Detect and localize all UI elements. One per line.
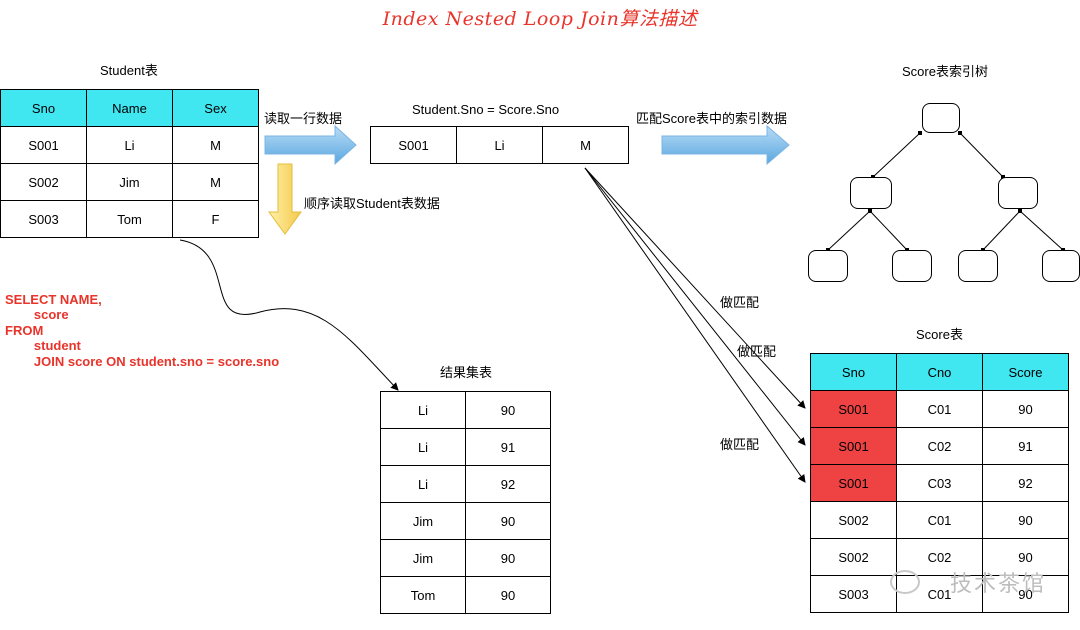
table-cell: M [172, 163, 259, 201]
table-cell: 90 [982, 538, 1069, 576]
table-row: S002 Jim M [0, 163, 259, 201]
table-cell: M [172, 126, 259, 164]
table-cell: 90 [465, 539, 551, 577]
table-row: S001 C03 92 [810, 464, 1069, 502]
table-cell: S003 [810, 575, 897, 613]
tree-inner-node [998, 177, 1038, 209]
student-header-name: Name [86, 89, 173, 127]
match-label: 做匹配 [737, 344, 777, 359]
table-cell: Tom [86, 200, 173, 238]
table-row: S003 Tom F [0, 200, 259, 238]
table-cell: Jim [380, 539, 466, 577]
table-cell: 90 [465, 391, 551, 429]
matched-cell: S001 [810, 390, 897, 428]
table-cell: 90 [982, 501, 1069, 539]
table-row: S001 Li M [0, 126, 259, 164]
match-index-label: 匹配Score表中的索引数据 [636, 111, 787, 126]
sequential-read-arrow [268, 163, 302, 235]
score-header-sno: Sno [810, 353, 897, 391]
score-header-cno: Cno [896, 353, 983, 391]
current-row-cell: S001 [370, 126, 457, 164]
index-tree-edges [827, 132, 1064, 251]
table-cell: Jim [380, 502, 466, 540]
table-cell: S002 [810, 538, 897, 576]
table-cell: 90 [982, 575, 1069, 613]
match-index-arrow [661, 124, 790, 166]
table-row: S002 C01 90 [810, 501, 1069, 539]
table-cell: 91 [465, 428, 551, 466]
table-cell: C01 [896, 390, 983, 428]
table-cell: Tom [380, 576, 466, 614]
match-lines [584, 167, 806, 483]
matched-cell: S001 [810, 427, 897, 465]
current-row-cell: Li [456, 126, 543, 164]
table-cell: Li [380, 465, 466, 503]
student-table-caption: Student表 [100, 63, 158, 78]
table-cell: S001 [0, 126, 87, 164]
student-table: Sno Name Sex S001 Li M S002 Jim M S003 T… [0, 89, 259, 238]
sql-statement: SELECT NAME, score FROM student JOIN sco… [5, 292, 280, 369]
match-label: 做匹配 [720, 437, 760, 452]
read-row-arrow [264, 124, 357, 166]
table-cell: 91 [982, 427, 1069, 465]
table-row: S001 C02 91 [810, 427, 1069, 465]
tree-inner-node [850, 177, 892, 209]
table-cell: S003 [0, 200, 87, 238]
table-row: S001 C01 90 [810, 390, 1069, 428]
table-cell: S002 [0, 163, 87, 201]
join-condition: Student.Sno = Score.Sno [412, 102, 560, 117]
matched-cell: S001 [810, 464, 897, 502]
result-table-caption: 结果集表 [440, 365, 493, 380]
table-cell: Li [380, 428, 466, 466]
wechat-icon [890, 570, 920, 594]
current-row-cell: M [542, 126, 629, 164]
score-table: Sno Cno Score S001 C01 90 S001 C02 91 S0… [810, 353, 1069, 613]
table-cell: Jim [86, 163, 173, 201]
table-cell: 90 [465, 576, 551, 614]
table-cell: S002 [810, 501, 897, 539]
read-row-label: 读取一行数据 [264, 111, 343, 126]
table-cell: 92 [465, 465, 551, 503]
table-cell: 90 [982, 390, 1069, 428]
current-row-table: S001 Li M [370, 126, 629, 164]
tree-root-node [922, 103, 960, 133]
table-cell: 90 [465, 502, 551, 540]
table-cell: C01 [896, 501, 983, 539]
index-tree-caption: Score表索引树 [902, 64, 988, 79]
match-label: 做匹配 [720, 295, 760, 310]
sequential-read-label: 顺序读取Student表数据 [304, 196, 440, 211]
student-header-sno: Sno [0, 89, 87, 127]
student-header-sex: Sex [172, 89, 259, 127]
table-cell: Li [380, 391, 466, 429]
diagram-title: Index Nested Loop Join算法描述 [382, 8, 698, 30]
table-cell: C03 [896, 464, 983, 502]
table-cell: 92 [982, 464, 1069, 502]
tree-leaf-node [808, 250, 848, 282]
watermark: 技术茶馆 [949, 571, 1046, 596]
table-row: S002 C02 90 [810, 538, 1069, 576]
score-table-caption: Score表 [916, 327, 963, 342]
tree-leaf-node [892, 250, 932, 282]
table-cell: C02 [896, 427, 983, 465]
tree-leaf-node [958, 250, 998, 282]
result-connector [179, 239, 399, 391]
tree-leaf-node [1042, 250, 1080, 282]
score-header-score: Score [982, 353, 1069, 391]
table-cell: F [172, 200, 259, 238]
table-cell: Li [86, 126, 173, 164]
